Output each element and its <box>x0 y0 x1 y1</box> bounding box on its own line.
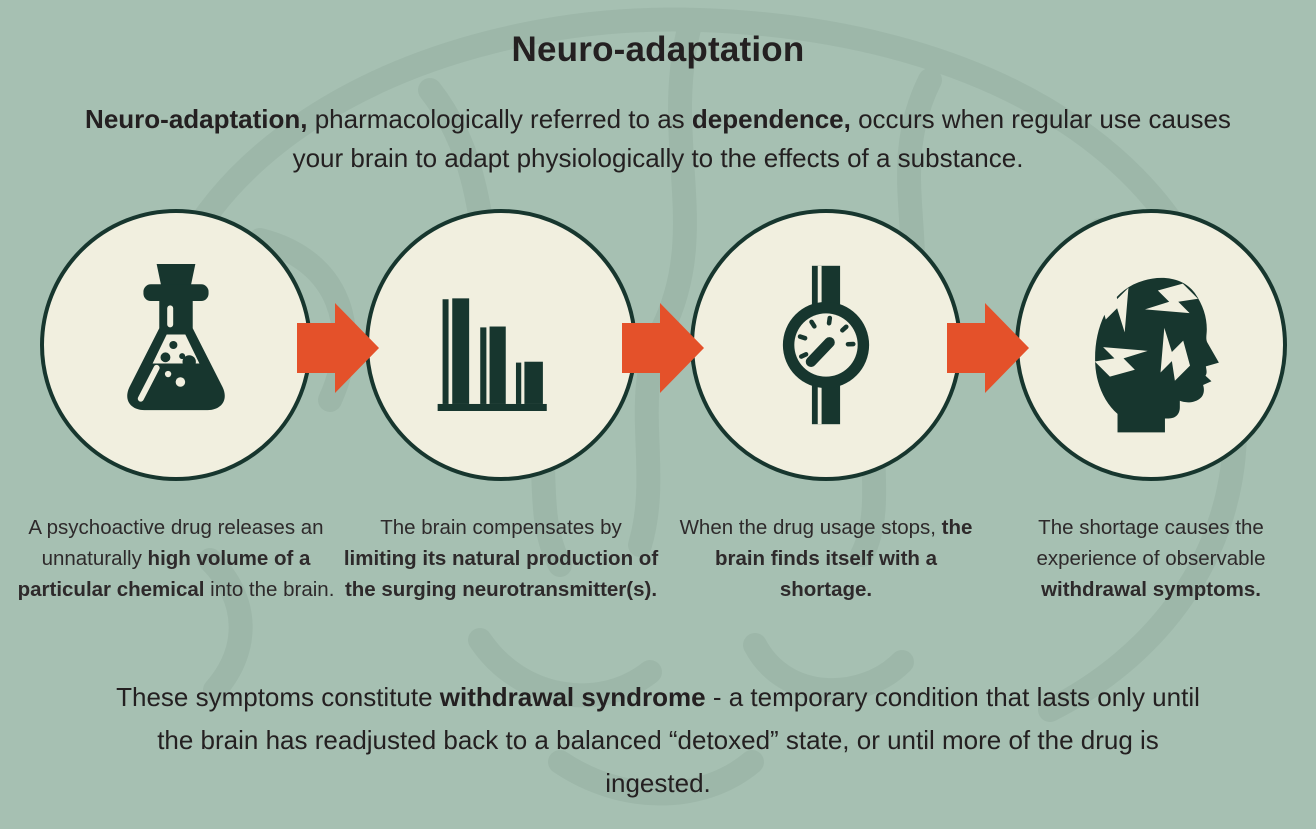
footer-text: These symptoms constitute withdrawal syn… <box>116 682 1200 798</box>
head-withdrawal-icon <box>1089 274 1219 433</box>
step-caption-drug-release: A psychoactive drug releases an unnatura… <box>17 516 335 601</box>
step-circle-withdrawal <box>1015 209 1287 481</box>
step-circle-drug-stops <box>690 209 962 481</box>
step-circle-drug-release <box>40 209 312 481</box>
arrow-right-icon <box>297 303 379 393</box>
step-caption-drug-stops: When the drug usage stops, the brain fin… <box>679 516 973 601</box>
watch-gauge-icon <box>782 265 870 425</box>
arrow-right-icon <box>947 303 1029 393</box>
arrow-right-icon <box>622 303 704 393</box>
page-title: Neuro-adaptation <box>511 30 805 69</box>
step-circle-brain-compensates <box>365 209 637 481</box>
step-caption-brain-compensates: The brain compensates by limiting its na… <box>343 516 659 601</box>
intro-text: Neuro-adaptation, pharmacologically refe… <box>85 104 1231 173</box>
flask-icon <box>127 264 225 411</box>
bar-chart-icon <box>437 298 547 411</box>
step-caption-withdrawal: The shortage causes the experience of ob… <box>1036 516 1266 601</box>
